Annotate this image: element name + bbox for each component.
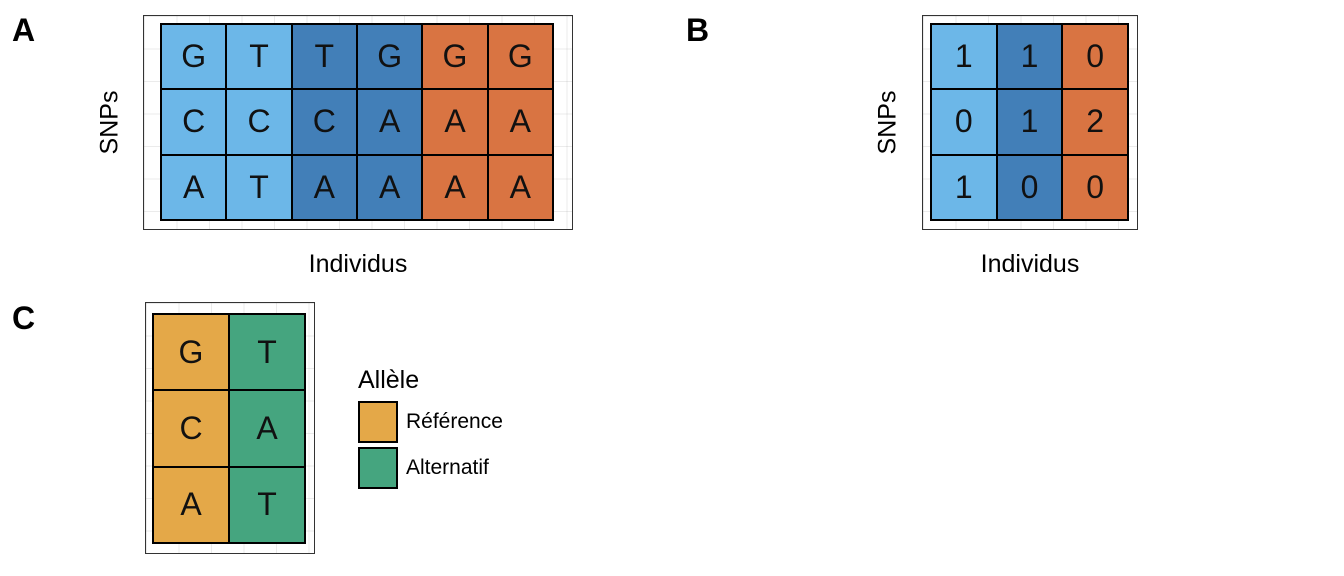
legend-color-key bbox=[358, 401, 398, 443]
genotype-cell: C bbox=[161, 89, 227, 155]
legend-item: Alternatif bbox=[358, 447, 503, 489]
genotype-cell: A bbox=[487, 89, 553, 155]
panel-a-letter: A bbox=[12, 12, 36, 48]
allele-cell: T bbox=[229, 314, 305, 391]
genotype-cell: A bbox=[161, 154, 227, 220]
genotype-cell: A bbox=[291, 154, 357, 220]
panel-a-x-axis-label: Individus bbox=[308, 250, 408, 278]
legend-label: Référence bbox=[406, 410, 503, 433]
genotype-cell: A bbox=[357, 89, 423, 155]
encoded-cell: 1 bbox=[996, 24, 1063, 90]
encoded-cell: 0 bbox=[996, 154, 1063, 220]
genotype-cell: G bbox=[161, 24, 227, 90]
encoded-cell: 0 bbox=[1062, 24, 1128, 90]
allele-cell: C bbox=[153, 390, 229, 467]
legend-color-key bbox=[358, 447, 398, 489]
panel-b-letter: B bbox=[686, 12, 710, 48]
encoded-cell: 1 bbox=[996, 89, 1063, 155]
allele-cell: G bbox=[153, 314, 229, 391]
legend-item: Référence bbox=[358, 401, 503, 443]
panel-a-y-axis-label: SNPs bbox=[95, 90, 124, 155]
encoded-cell: 0 bbox=[1062, 154, 1128, 220]
genotype-cell: C bbox=[291, 89, 357, 155]
genotype-cell: T bbox=[226, 24, 292, 90]
panel-b-y-axis-label: SNPs bbox=[873, 90, 902, 155]
legend-label: Alternatif bbox=[406, 456, 489, 479]
genotype-cell: A bbox=[357, 154, 423, 220]
allele-cell: A bbox=[153, 466, 229, 543]
panel-b-x-axis-label: Individus bbox=[980, 250, 1080, 278]
genotype-cell: A bbox=[487, 154, 553, 220]
legend-title: Allèle bbox=[358, 366, 420, 394]
genotype-cell: G bbox=[422, 24, 488, 90]
genotype-cell: G bbox=[487, 24, 553, 90]
genotype-cell: A bbox=[422, 89, 488, 155]
encoded-cell: 0 bbox=[931, 89, 997, 155]
genotype-cell: G bbox=[357, 24, 423, 90]
genotype-cell: A bbox=[422, 154, 488, 220]
panel-c-letter: C bbox=[12, 300, 36, 336]
encoded-cell: 1 bbox=[931, 24, 997, 90]
genotype-cell: T bbox=[291, 24, 357, 90]
genotype-cell: T bbox=[226, 154, 292, 220]
genotype-cell: C bbox=[226, 89, 292, 155]
allele-cell: A bbox=[229, 390, 305, 467]
encoded-cell: 1 bbox=[931, 154, 997, 220]
allele-cell: T bbox=[229, 466, 305, 543]
encoded-cell: 2 bbox=[1062, 89, 1128, 155]
